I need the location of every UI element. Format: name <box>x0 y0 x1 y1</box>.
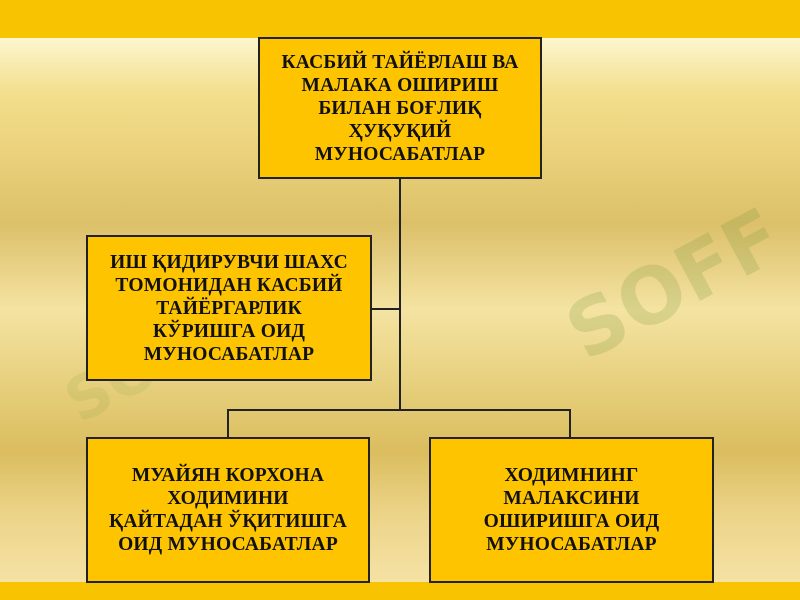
node-qualification: ХОДИМНИНГ МАЛАКСИНИ ОШИРИШГА ОИД МУНОСАБ… <box>429 437 714 583</box>
connector-bottom-bar <box>227 409 571 411</box>
connector-trunk <box>399 179 401 410</box>
node-retraining-label: МУАЙЯН КОРХОНА ХОДИМИНИ ҚАЙТАДАН ЎҚИТИШГ… <box>108 465 348 555</box>
node-job-seeker: ИШ ҚИДИРУВЧИ ШАХС ТОМОНИДАН КАСБИЙ ТАЙЁР… <box>86 235 372 381</box>
node-qualification-label: ХОДИМНИНГ МАЛАКСИНИ ОШИРИШГА ОИД МУНОСАБ… <box>483 465 660 555</box>
connector-left-branch <box>372 308 400 310</box>
node-retraining: МУАЙЯН КОРХОНА ХОДИМИНИ ҚАЙТАДАН ЎҚИТИШГ… <box>86 437 370 583</box>
node-job-seeker-label: ИШ ҚИДИРУВЧИ ШАХС ТОМОНИДАН КАСБИЙ ТАЙЁР… <box>110 251 348 365</box>
connector-bottom-right-drop <box>569 409 571 437</box>
top-band <box>0 0 800 38</box>
node-root-label: КАСБИЙ ТАЙЁРЛАШ ВА МАЛАКА ОШИРИШ БИЛАН Б… <box>281 51 519 165</box>
bottom-band <box>0 582 800 600</box>
node-root: КАСБИЙ ТАЙЁРЛАШ ВА МАЛАКА ОШИРИШ БИЛАН Б… <box>258 37 542 179</box>
connector-bottom-left-drop <box>227 409 229 437</box>
